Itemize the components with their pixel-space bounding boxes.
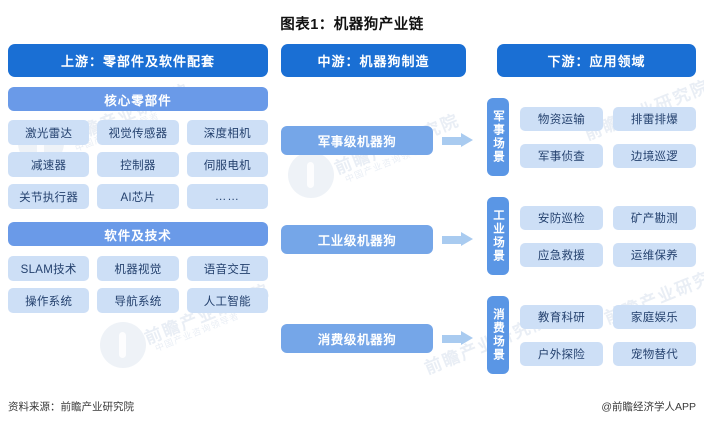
application-item[interactable]: 家庭娱乐 xyxy=(613,304,696,329)
software-item[interactable]: 人工智能 xyxy=(186,288,268,313)
midstream-item-military[interactable]: 军事级机器狗 xyxy=(281,126,433,155)
application-item[interactable]: 边境巡逻 xyxy=(613,143,696,168)
upstream-stage-header: 上游：零部件及软件配套 xyxy=(8,44,268,77)
software-item[interactable]: 导航系统 xyxy=(97,288,179,313)
footer: 资料来源：前瞻产业研究院 @前瞻经济学人APP xyxy=(0,399,704,419)
component-item-more[interactable]: …… xyxy=(186,184,268,209)
application-item[interactable]: 物资运输 xyxy=(520,106,603,131)
component-item[interactable]: 深度相机 xyxy=(186,120,268,145)
software-item[interactable]: 语音交互 xyxy=(186,256,268,281)
application-item[interactable]: 户外探险 xyxy=(520,341,603,366)
component-item[interactable]: 激光雷达 xyxy=(8,120,90,145)
brand-credit: @前瞻经济学人APP xyxy=(601,401,696,413)
core-components-grid: 激光雷达 视觉传感器 深度相机 减速器 控制器 伺服电机 关节执行器 AI芯片 … xyxy=(8,120,268,209)
scene-items-consumer: 教育科研 家庭娱乐 户外探险 宠物替代 xyxy=(520,296,696,374)
application-item[interactable]: 教育科研 xyxy=(520,304,603,329)
arrow-right-icon xyxy=(442,133,473,148)
scene-items-industrial: 安防巡检 矿产勘测 应急救援 运维保养 xyxy=(520,197,696,275)
section-header-software-tech: 软件及技术 xyxy=(8,222,268,246)
component-item[interactable]: 控制器 xyxy=(97,152,179,177)
component-item[interactable]: 伺服电机 xyxy=(186,152,268,177)
arrow-right-icon xyxy=(442,232,473,247)
midstream-row: 消费级机器狗 xyxy=(281,324,480,353)
application-item[interactable]: 军事侦查 xyxy=(520,143,603,168)
application-item[interactable]: 应急救援 xyxy=(520,242,603,267)
midstream-item-consumer[interactable]: 消费级机器狗 xyxy=(281,324,433,353)
application-item[interactable]: 运维保养 xyxy=(613,242,696,267)
value-chain-diagram: 上游：零部件及软件配套 核心零部件 激光雷达 视觉传感器 深度相机 减速器 控制… xyxy=(0,44,704,384)
component-item[interactable]: 视觉传感器 xyxy=(97,120,179,145)
scene-items-military: 物资运输 排雷排爆 军事侦查 边境巡逻 xyxy=(520,98,696,176)
scene-label-military: 军事场景 xyxy=(487,98,509,176)
scene-label-consumer: 消费场景 xyxy=(487,296,509,374)
component-item[interactable]: 减速器 xyxy=(8,152,90,177)
scene-group-consumer: 消费场景 教育科研 家庭娱乐 户外探险 宠物替代 xyxy=(487,296,696,374)
software-tech-grid: SLAM技术 机器视觉 语音交互 操作系统 导航系统 人工智能 xyxy=(8,256,268,313)
downstream-column: 下游：应用领域 军事场景 物资运输 排雷排爆 军事侦查 边境巡逻 工业场景 安防… xyxy=(487,44,696,374)
software-item[interactable]: 机器视觉 xyxy=(97,256,179,281)
arrow-right-icon xyxy=(442,331,473,346)
downstream-stage-header: 下游：应用领域 xyxy=(497,44,696,77)
software-item[interactable]: 操作系统 xyxy=(8,288,90,313)
component-item[interactable]: 关节执行器 xyxy=(8,184,90,209)
scene-group-industrial: 工业场景 安防巡检 矿产勘测 应急救援 运维保养 xyxy=(487,197,696,275)
midstream-row: 军事级机器狗 xyxy=(281,126,480,155)
midstream-row: 工业级机器狗 xyxy=(281,225,480,254)
application-item[interactable]: 排雷排爆 xyxy=(613,106,696,131)
page-title: 图表1：机器狗产业链 xyxy=(280,17,424,33)
midstream-stage-header: 中游：机器狗制造 xyxy=(281,44,466,77)
scene-group-military: 军事场景 物资运输 排雷排爆 军事侦查 边境巡逻 xyxy=(487,98,696,176)
scene-label-industrial: 工业场景 xyxy=(487,197,509,275)
source-note: 资料来源：前瞻产业研究院 xyxy=(8,401,134,413)
component-item[interactable]: AI芯片 xyxy=(97,184,179,209)
software-item[interactable]: SLAM技术 xyxy=(8,256,90,281)
upstream-column: 上游：零部件及软件配套 核心零部件 激光雷达 视觉传感器 深度相机 减速器 控制… xyxy=(8,44,268,313)
section-header-core-components: 核心零部件 xyxy=(8,87,268,111)
midstream-column: 中游：机器狗制造 军事级机器狗 工业级机器狗 消费级机器狗 xyxy=(281,44,480,353)
midstream-item-industrial[interactable]: 工业级机器狗 xyxy=(281,225,433,254)
application-item[interactable]: 宠物替代 xyxy=(613,341,696,366)
application-item[interactable]: 安防巡检 xyxy=(520,205,603,230)
application-item[interactable]: 矿产勘测 xyxy=(613,205,696,230)
